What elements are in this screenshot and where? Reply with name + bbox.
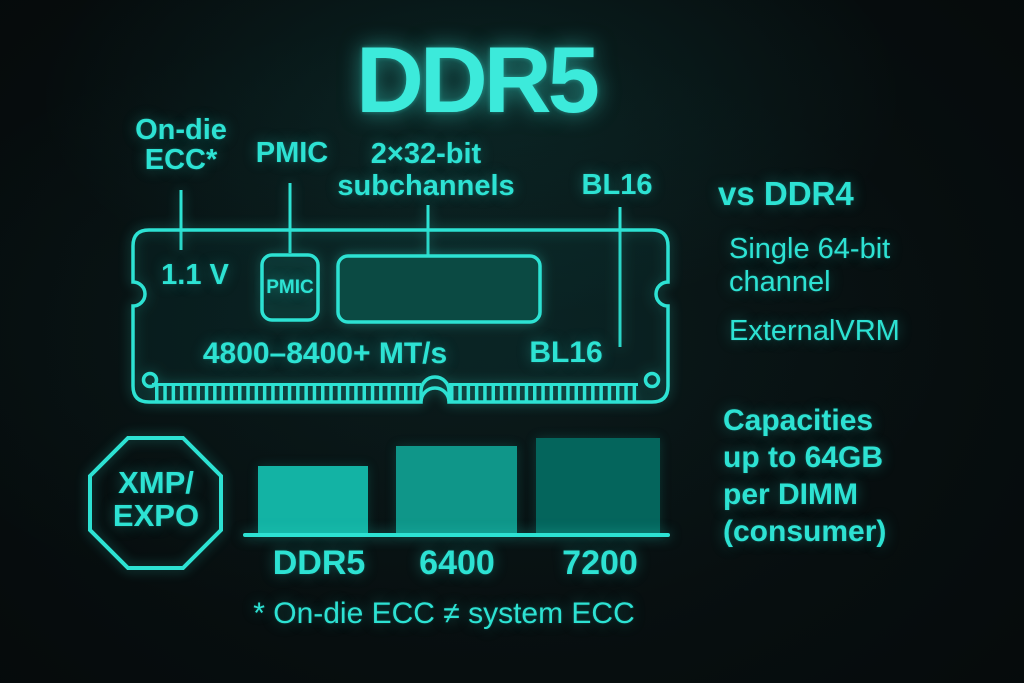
subchannels-box [336,254,542,324]
dimm-burst-length-label: BL16 [529,336,603,369]
dimm-voltage-label: 1.1 V [161,259,229,291]
callout-ondie-ecc: On-die ECC* [135,114,227,176]
bar-6400 [396,446,517,533]
dimm-speed-range-label: 4800–8400+ MT/s [202,337,448,370]
callout-bl16: BL16 [581,169,653,201]
bar-ddr5 [258,466,368,533]
pin-key-notch [419,375,451,401]
xmp-expo-badge-outline [88,436,223,570]
xmp-expo-badge-label: XMP/ EXPO [112,465,200,533]
capacity-note: Capacities up to 64GB per DIMM (consumer… [723,404,887,548]
bar-label-7200: 7200 [562,544,638,582]
bar-7200 [536,438,660,533]
ddr4-vrm-item: ExternalVRM [729,315,900,347]
chart-baseline [243,533,670,537]
ddr4-channel-item: Single 64-bit channel [729,233,891,298]
page-title: DDR5 [356,27,600,132]
bar-label-6400: 6400 [419,544,495,582]
mounting-hole-left [141,371,159,389]
pmic-chip-box [260,253,320,322]
pmic-chip-label: PMIC [266,277,314,298]
mounting-hole-right [643,371,661,389]
bar-label-ddr5: DDR5 [272,544,366,582]
vs-ddr4-heading: vs DDR4 [718,175,854,212]
callout-pmic: PMIC [255,137,329,169]
footnote: * On-die ECC ≠ system ECC [253,597,635,630]
callout-subchannels: 2×32-bit subchannels [337,138,515,202]
